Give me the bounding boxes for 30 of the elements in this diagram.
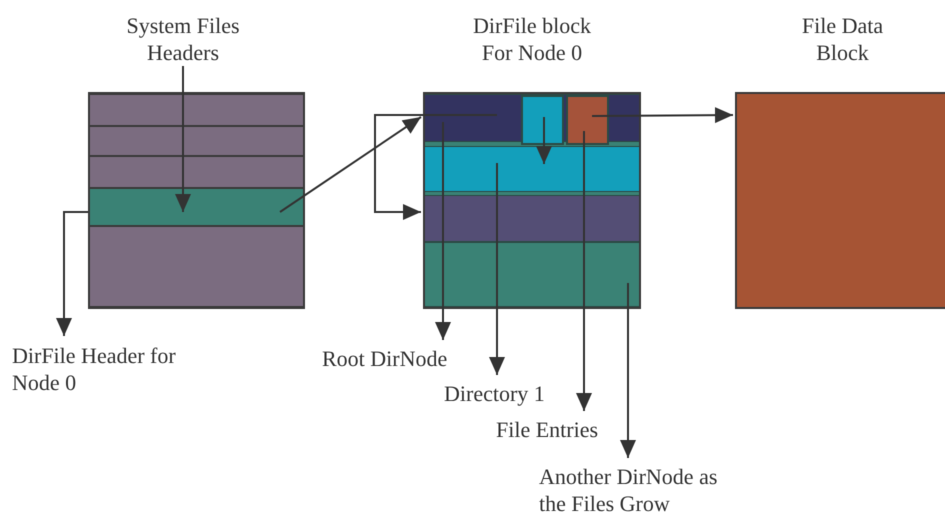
annotation-label: DirFile Header for Node 0 bbox=[12, 342, 222, 400]
annotation-label: Another DirNode as the Files Grow bbox=[539, 463, 727, 519]
leader-arrow bbox=[592, 107, 733, 124]
leader-arrow bbox=[435, 122, 451, 340]
memory-block bbox=[88, 92, 305, 309]
block-band bbox=[425, 195, 639, 242]
block-band bbox=[425, 146, 639, 192]
annotation-label: File Entries bbox=[496, 416, 621, 444]
header-row bbox=[90, 156, 303, 188]
header-row bbox=[90, 94, 303, 126]
header-row bbox=[90, 226, 303, 307]
header-row bbox=[90, 188, 303, 226]
annotation-label: Root DirNode bbox=[322, 345, 452, 373]
leader-arrow bbox=[175, 66, 191, 212]
leader-arrow bbox=[576, 131, 592, 411]
block-title: DirFile block For Node 0 bbox=[472, 12, 592, 66]
leader-arrow bbox=[374, 114, 497, 220]
header-row bbox=[90, 126, 303, 156]
entry-square bbox=[521, 95, 564, 145]
leader-arrow bbox=[620, 283, 636, 458]
annotation-label: Directory 1 bbox=[444, 380, 559, 408]
entry-square bbox=[566, 95, 609, 145]
leader-arrow bbox=[536, 117, 552, 164]
leader-arrow bbox=[489, 163, 505, 375]
leader-arrow bbox=[56, 211, 88, 336]
block-title: File Data Block bbox=[800, 12, 884, 66]
leader-arrow bbox=[279, 116, 422, 213]
annotation-label: System Files Headers bbox=[113, 12, 253, 66]
block-band bbox=[425, 242, 639, 307]
block-band bbox=[425, 94, 639, 142]
